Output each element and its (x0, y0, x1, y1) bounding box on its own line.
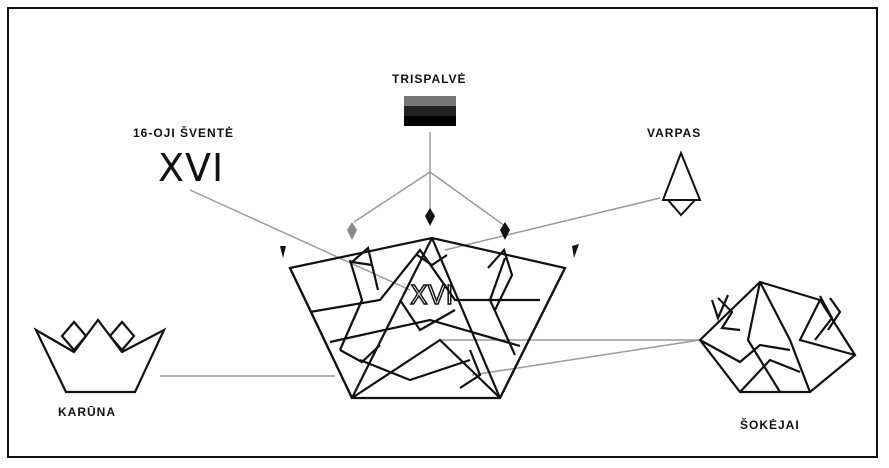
flag-stripe-bottom (404, 116, 456, 126)
label-trispalve: TRISPALVĖ (392, 72, 467, 86)
emblem-xvi-mark: XVI (410, 281, 453, 311)
diagram-frame (7, 7, 878, 458)
flag-stripe-middle (404, 106, 456, 116)
connector-flag-left (353, 171, 431, 223)
dancers-emblem (698, 280, 857, 394)
gem-light-icon (347, 222, 357, 240)
connector-varpas (444, 197, 661, 251)
connector-xvi (189, 189, 411, 291)
crown-tip-left-icon (280, 246, 286, 258)
connector-lines (160, 132, 701, 377)
tricolor-flag-icon (404, 96, 456, 126)
connector-sokejai-lower (471, 339, 701, 376)
flag-stripe-top (404, 96, 456, 106)
gem-dark-center-icon (425, 208, 435, 226)
crown-tip-right-icon (572, 244, 579, 258)
gem-dark-right-icon (500, 222, 510, 240)
label-varpas: VARPAS (647, 126, 702, 140)
gem-markers (280, 208, 579, 258)
bell-icon (661, 150, 702, 217)
crown-icon (33, 318, 167, 394)
label-karuna: KARŪNA (58, 405, 116, 419)
central-crown-emblem (288, 236, 567, 400)
roman-numeral-xvi: XVI (158, 146, 225, 190)
connector-flag-right (429, 171, 506, 227)
label-sventes-title: 16-OJI ŠVENTĖ (133, 126, 235, 140)
label-sokejai: ŠOKĖJAI (740, 418, 800, 432)
